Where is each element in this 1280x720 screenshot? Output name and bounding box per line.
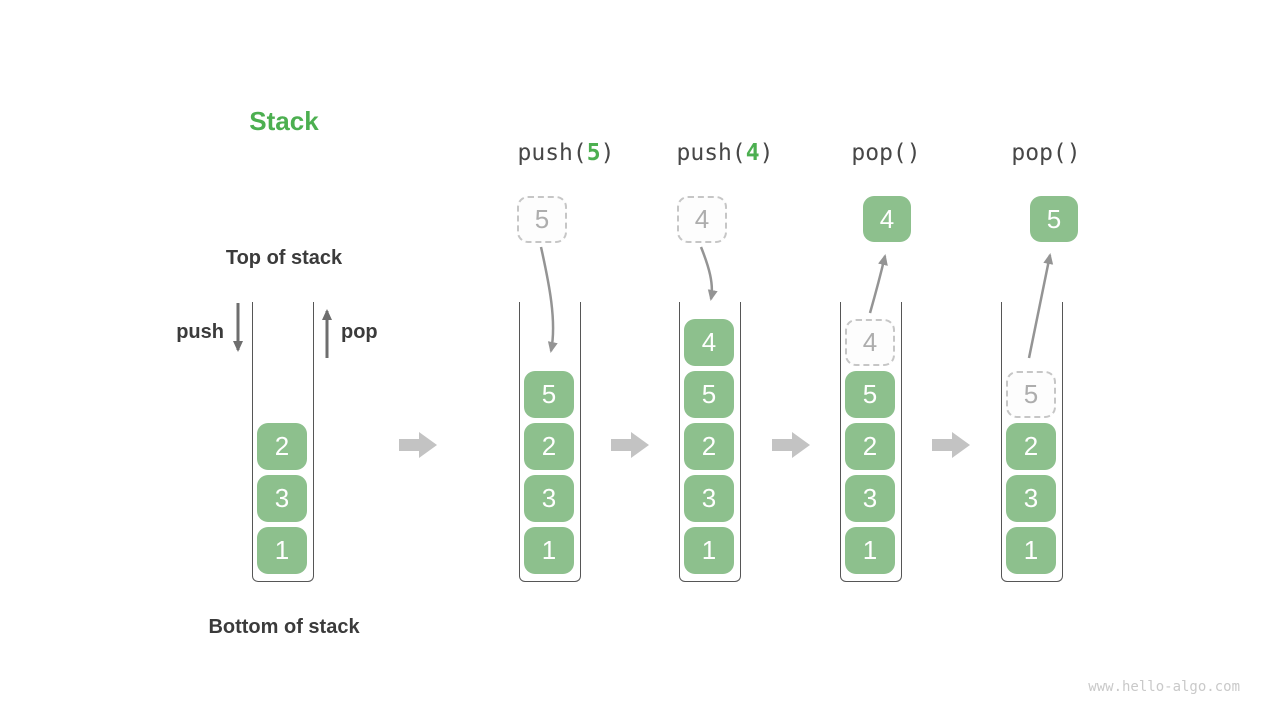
op-text: pop() (1011, 140, 1081, 166)
diagram-title: Stack (249, 106, 319, 136)
push-4-curve-arrow (699, 246, 718, 301)
pop-label: pop (341, 321, 378, 343)
op-value: 4 (745, 140, 760, 166)
pushed-element-ghost-4: 4 (677, 196, 727, 243)
stack-element: 3 (524, 475, 574, 522)
stack-element: 2 (1006, 423, 1056, 470)
stack-element: 1 (524, 527, 574, 574)
popped-element-4: 4 (863, 196, 911, 242)
transition-arrow-icon (611, 432, 649, 458)
op-text: ) (600, 140, 615, 166)
stack-element: 2 (257, 423, 307, 470)
op-text: push( (676, 140, 746, 166)
transition-arrow-icon (772, 432, 810, 458)
stack-element: 1 (684, 527, 734, 574)
stack-element: 3 (684, 475, 734, 522)
stack-element: 3 (257, 475, 307, 522)
stack-element: 5 (524, 371, 574, 418)
stack-element-ghost: 4 (845, 319, 895, 366)
pushed-element-ghost-5: 5 (517, 196, 567, 243)
popped-element-5: 5 (1030, 196, 1078, 242)
stack-element: 4 (684, 319, 734, 366)
operation-header-pop-2: pop() (961, 140, 1131, 166)
stack-element: 1 (257, 527, 307, 574)
op-text: push( (517, 140, 587, 166)
stack-element: 2 (845, 423, 895, 470)
op-text: pop() (851, 140, 921, 166)
stack-container-initial: 2 3 1 (252, 302, 314, 582)
stack-element: 2 (684, 423, 734, 470)
stack-element: 1 (1006, 527, 1056, 574)
op-value: 5 (586, 140, 601, 166)
watermark: www.hello-algo.com (1088, 679, 1240, 695)
stack-element: 1 (845, 527, 895, 574)
stack-element: 3 (845, 475, 895, 522)
bottom-of-stack-label: Bottom of stack (208, 616, 360, 638)
op-text: ) (759, 140, 774, 166)
top-of-stack-label: Top of stack (225, 247, 343, 269)
stack-element-ghost: 5 (1006, 371, 1056, 418)
operation-header-push-5: push(5) (481, 140, 651, 166)
stack-container-after-push-5: 5 2 3 1 (519, 302, 581, 582)
stack-element: 3 (1006, 475, 1056, 522)
transition-arrow-icon (399, 432, 437, 458)
stack-container-after-pop-5: 5 2 3 1 (1001, 302, 1063, 582)
stack-element: 2 (524, 423, 574, 470)
stack-element: 5 (684, 371, 734, 418)
stack-container-after-push-4: 4 5 2 3 1 (679, 302, 741, 582)
operation-header-pop-1: pop() (801, 140, 971, 166)
stack-container-after-pop-4: 4 5 2 3 1 (840, 302, 902, 582)
stack-element: 5 (845, 371, 895, 418)
transition-arrow-icon (932, 432, 970, 458)
push-label: push (176, 321, 224, 343)
operation-header-push-4: push(4) (640, 140, 810, 166)
